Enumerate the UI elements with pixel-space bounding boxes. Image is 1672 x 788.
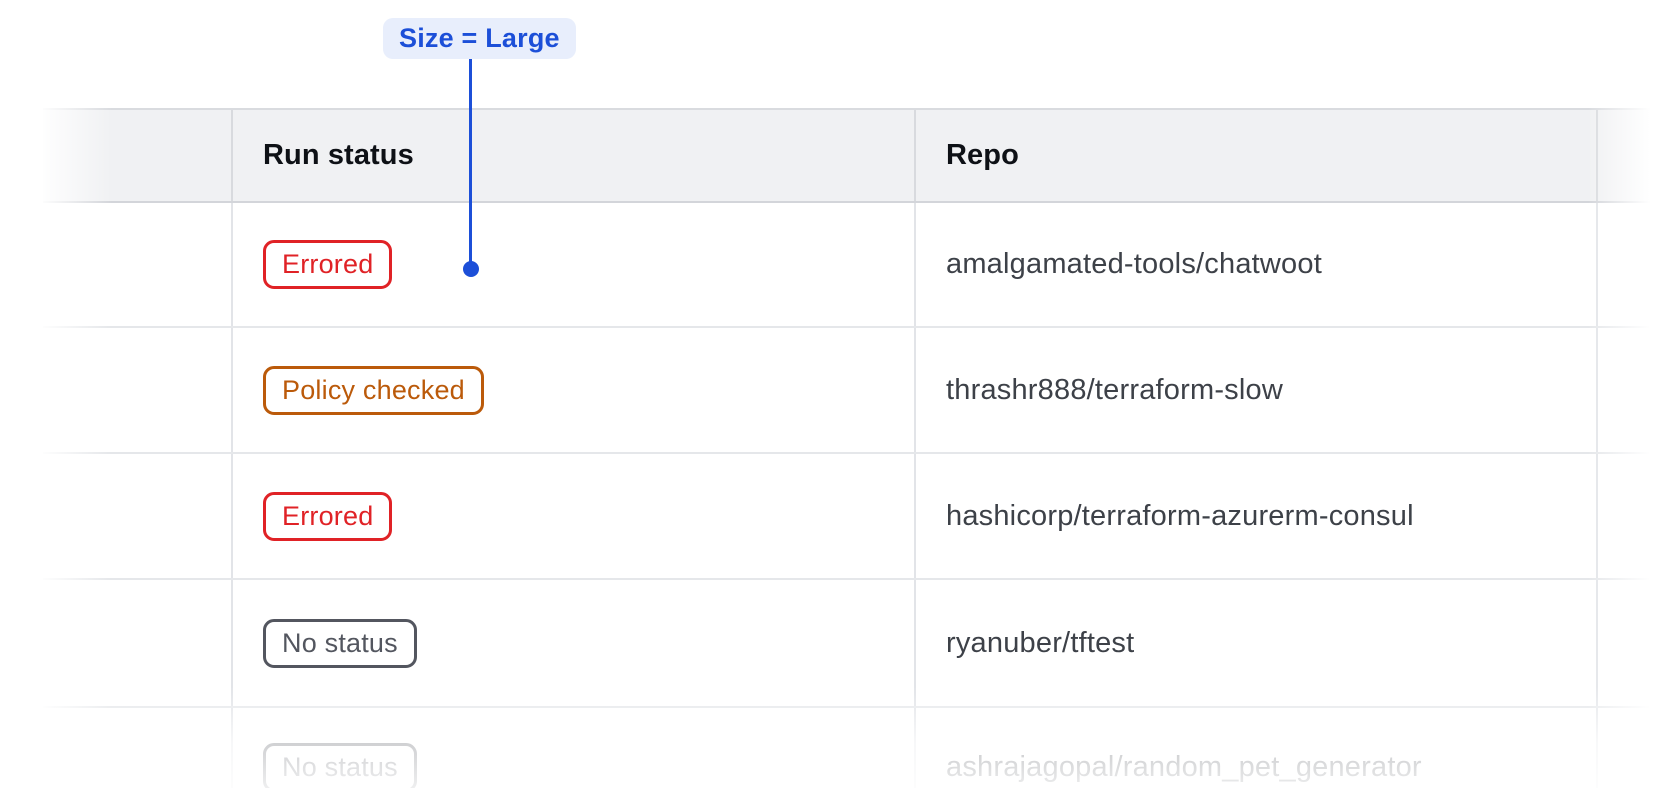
row-cell-cutoff xyxy=(1598,203,1672,326)
header-cell-repo: Repo xyxy=(916,110,1598,201)
row-cell-status: Policy checked xyxy=(233,328,916,452)
row-cell-status: No status xyxy=(233,708,916,788)
repo-name: ryanuber/tftest xyxy=(946,626,1135,659)
row-cell-cutoff xyxy=(1598,328,1672,452)
repo-name: thrashr888/terraform-slow xyxy=(946,373,1283,406)
repo-name: amalgamated-tools/chatwoot xyxy=(946,248,1322,280)
run-status-badge: No status xyxy=(263,618,417,668)
row-cell-empty xyxy=(43,203,233,326)
header-cell-cutoff xyxy=(1598,110,1672,201)
table-row: Policy checked thrashr888/terraform-slow xyxy=(43,328,1672,454)
table-row: Errored hashicorp/terraform-azurerm-cons… xyxy=(43,454,1672,580)
repo-column-header: Repo xyxy=(946,139,1019,171)
run-status-badge: No status xyxy=(263,742,417,788)
row-cell-cutoff xyxy=(1598,580,1672,706)
run-status-badge: Policy checked xyxy=(263,365,484,415)
row-cell-empty xyxy=(43,708,233,788)
run-status-badge: Errored xyxy=(263,240,393,289)
row-cell-repo: hashicorp/terraform-azurerm-consul xyxy=(916,454,1598,578)
row-cell-cutoff xyxy=(1598,454,1672,578)
table-row: No status ryanuber/tftest xyxy=(43,580,1672,708)
row-cell-status: No status xyxy=(233,580,916,706)
row-cell-status: Errored xyxy=(233,203,916,326)
header-cell-run-status: Run status xyxy=(233,110,916,201)
runs-table: Run status Repo Errored amalgamated-tool… xyxy=(43,108,1672,788)
annotation-pointer-line xyxy=(469,59,472,262)
repo-name: hashicorp/terraform-azurerm-consul xyxy=(946,499,1414,532)
row-cell-repo: thrashr888/terraform-slow xyxy=(916,328,1598,452)
annotation-pointer-dot xyxy=(463,261,479,277)
repo-name: ashrajagopal/random_pet_generator xyxy=(946,750,1422,783)
run-status-column-header: Run status xyxy=(263,139,414,171)
row-cell-empty xyxy=(43,328,233,452)
size-annotation-label: Size = Large xyxy=(399,23,560,53)
row-cell-status: Errored xyxy=(233,454,916,578)
size-annotation-pill: Size = Large xyxy=(383,18,576,59)
table-header-row: Run status Repo xyxy=(43,108,1672,203)
header-cell-empty xyxy=(43,110,233,201)
row-cell-repo: amalgamated-tools/chatwoot xyxy=(916,203,1598,326)
run-status-badge: Errored xyxy=(263,491,393,541)
table-body: Errored amalgamated-tools/chatwoot Polic… xyxy=(43,203,1672,788)
table-row: Errored amalgamated-tools/chatwoot xyxy=(43,203,1672,328)
row-cell-cutoff xyxy=(1598,708,1672,788)
row-cell-repo: ryanuber/tftest xyxy=(916,580,1598,706)
row-cell-empty xyxy=(43,580,233,706)
row-cell-empty xyxy=(43,454,233,578)
table-row: No status ashrajagopal/random_pet_genera… xyxy=(43,708,1672,788)
row-cell-repo: ashrajagopal/random_pet_generator xyxy=(916,708,1598,788)
